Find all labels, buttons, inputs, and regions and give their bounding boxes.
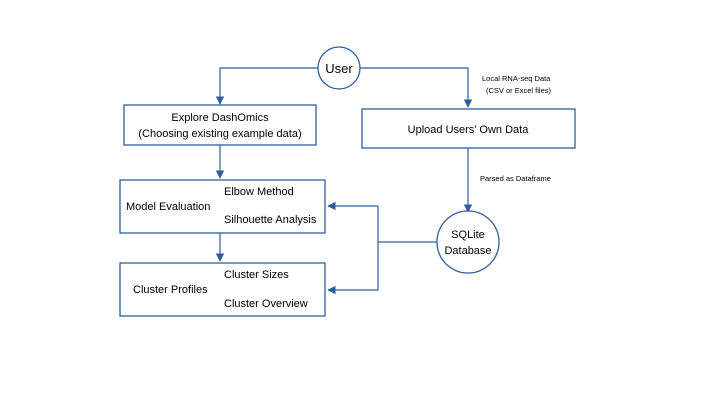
cluster-overview-label: Cluster Overview — [224, 298, 308, 310]
sqlite-label: SQLite — [451, 229, 485, 241]
explore-box — [123, 104, 317, 146]
explore-title: Explore DashOmics — [171, 112, 269, 124]
explore-subtitle: (Choosing existing example data) — [138, 128, 301, 140]
silhouette-analysis-label: Silhouette Analysis — [224, 214, 317, 226]
model-evaluation-box — [119, 179, 326, 234]
user-node — [317, 46, 361, 90]
model-evaluation-label: Model Evaluation — [126, 201, 210, 213]
cluster-profiles-box — [119, 262, 326, 317]
local-data-format-label: (CSV or Excel files) — [486, 86, 552, 95]
upload-box — [361, 108, 576, 149]
edge-sqlite-trunk — [377, 206, 437, 243]
cluster-sizes-label: Cluster Sizes — [224, 269, 289, 281]
sqlite-node — [436, 210, 500, 274]
elbow-method-label: Elbow Method — [224, 186, 294, 198]
edge-user-to-upload — [360, 67, 473, 108]
edge-sqlite-to-profiles — [327, 242, 379, 295]
edge-user-to-explore — [215, 67, 318, 105]
database-label: Database — [444, 245, 491, 257]
local-data-label: Local RNA-seq Data — [482, 74, 551, 83]
upload-label: Upload Users’ Own Data — [408, 124, 530, 136]
parsed-label: Parsed as Dataframe — [480, 174, 551, 183]
user-label: User — [325, 61, 353, 76]
cluster-profiles-label: Cluster Profiles — [133, 284, 208, 296]
